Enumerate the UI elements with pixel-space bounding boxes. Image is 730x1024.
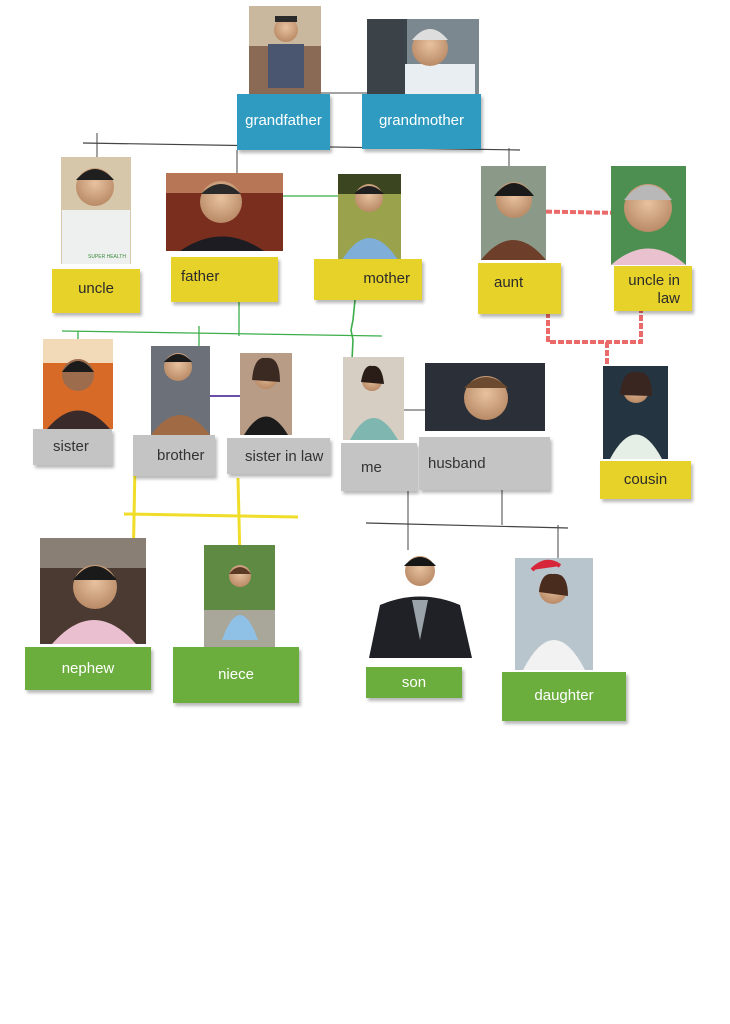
siblings-bar (61, 330, 383, 337)
me-drop (350, 299, 356, 361)
mother-photo (338, 174, 401, 260)
uncle-label: uncle (52, 269, 140, 313)
sister-photo (43, 339, 113, 429)
uncle-in-law-label: uncle in law (614, 266, 692, 311)
me-label: me (341, 443, 417, 491)
son-label: son (366, 667, 462, 698)
brother-photo (151, 346, 210, 435)
grandfather-photo (249, 6, 321, 94)
husband-label: husband (419, 437, 550, 490)
uncle-photo: SUPER HEALTH (61, 157, 131, 264)
niece-photo (204, 545, 275, 647)
uncle-in-law-photo (611, 166, 686, 265)
father-label: father (171, 257, 278, 302)
grandmother-label: grandmother (362, 94, 481, 149)
sister-in-law-label: sister in law (227, 438, 330, 474)
children-bar (365, 522, 569, 529)
sister-label: sister (33, 429, 112, 465)
mother-label: mother (314, 259, 422, 300)
nephew-label: nephew (25, 647, 151, 690)
daughter-label: daughter (502, 672, 626, 721)
brother-label: brother (133, 435, 215, 476)
niece-label: niece (173, 647, 299, 703)
photos: SUPER HEALTH (40, 6, 686, 670)
cousin-label: cousin (600, 461, 691, 499)
father-photo (166, 173, 283, 251)
uncle-photo-badge: SUPER HEALTH (88, 254, 126, 260)
cousin-photo (603, 366, 668, 459)
aunt-label: aunt (478, 263, 561, 314)
nephew-photo (40, 538, 146, 644)
aunt-photo (481, 166, 546, 260)
daughter-photo (515, 558, 593, 670)
connector-lines (61, 92, 643, 573)
husband-photo (425, 363, 545, 431)
grandmother-photo (367, 19, 479, 95)
aunt-uncle-down (546, 310, 643, 344)
sister-in-law-photo (240, 353, 292, 435)
nephew-niece-bar (123, 512, 299, 519)
grandfather-label: grandfather (237, 94, 330, 150)
son-photo (369, 550, 472, 658)
me-photo (343, 357, 404, 440)
